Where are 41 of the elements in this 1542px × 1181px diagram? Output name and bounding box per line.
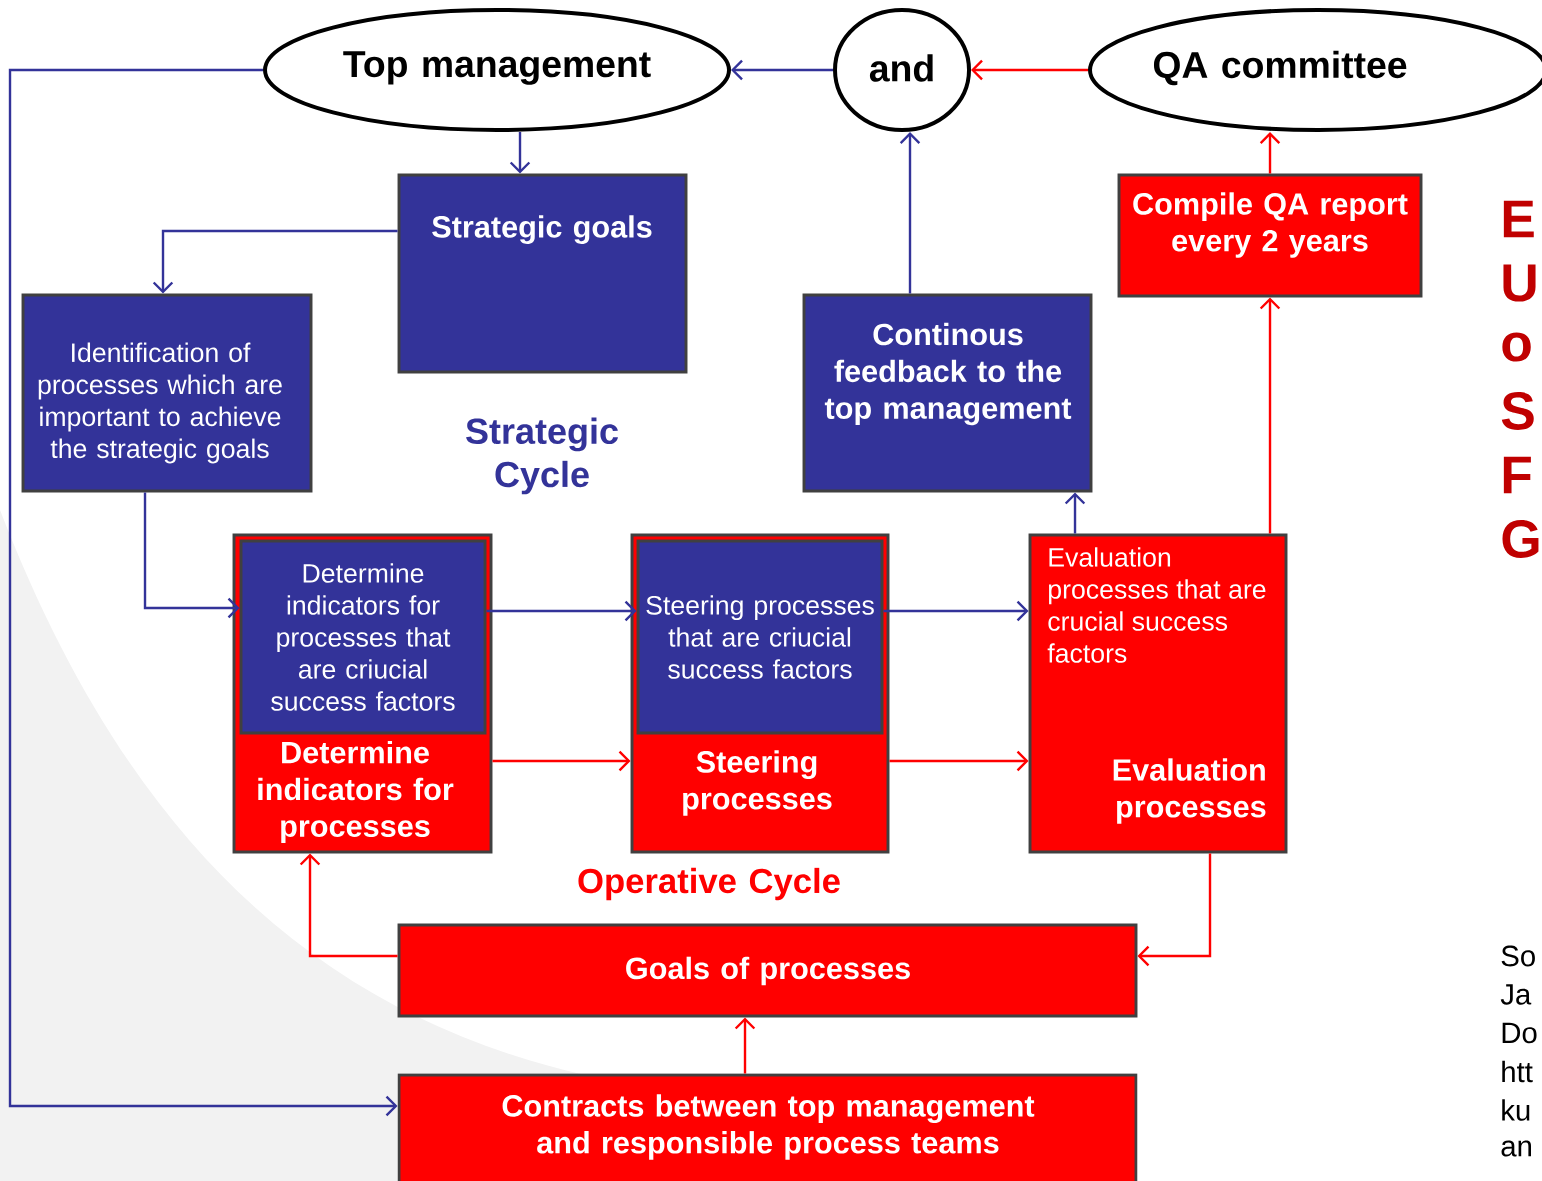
arrow [883, 600, 1029, 622]
process-box: Steering processes that are criucial success factors [636, 539, 884, 735]
ellipse-node: and [833, 8, 971, 132]
arrow [734, 1017, 756, 1074]
arrow [889, 750, 1029, 772]
arrow [731, 59, 833, 81]
arrow [1259, 132, 1281, 174]
process-box: Evaluation processes that are crucial success factors Evaluation processes [1028, 533, 1288, 854]
process-box: Contracts between top management and responsible process teams [397, 1073, 1138, 1181]
arrow [1137, 853, 1212, 967]
arrow [486, 600, 637, 622]
arrow [152, 229, 398, 294]
title-text: S [1501, 392, 1534, 430]
arrow [8, 68, 398, 1117]
title-text: o [1502, 332, 1531, 362]
process-box: Continous feedback to the top management [802, 293, 1093, 493]
source-text: Ja [1500, 984, 1532, 1005]
arrow [1064, 492, 1086, 534]
cycle-label: Strategic Cycle [466, 417, 618, 495]
title-text: U [1503, 264, 1536, 302]
arrow [1259, 297, 1281, 534]
source-text: an [1501, 1140, 1531, 1157]
title-text: E [1503, 200, 1534, 238]
arrow [492, 750, 631, 772]
process-box: Strategic goals [397, 173, 688, 374]
source-text: So [1501, 945, 1535, 967]
process-box: Goals of processes [397, 923, 1138, 1018]
arrow [899, 132, 921, 294]
arrow [509, 132, 531, 174]
ellipse-node: Top management [263, 8, 731, 132]
source-text: Do [1502, 1022, 1537, 1044]
arrow [299, 853, 398, 958]
source-text: htt [1502, 1060, 1533, 1083]
process-box: Identification of processes which are important to achieve the strategic goals [21, 293, 313, 493]
process-box: Compile QA report every 2 years [1117, 173, 1423, 298]
source-text: ku [1502, 1099, 1530, 1121]
process-box: Determine indicators for processes that are criucial success factors [239, 539, 487, 735]
title-text: F [1503, 456, 1531, 494]
arrow [143, 492, 240, 619]
title-text: G [1502, 520, 1539, 558]
arrow [971, 59, 1088, 81]
